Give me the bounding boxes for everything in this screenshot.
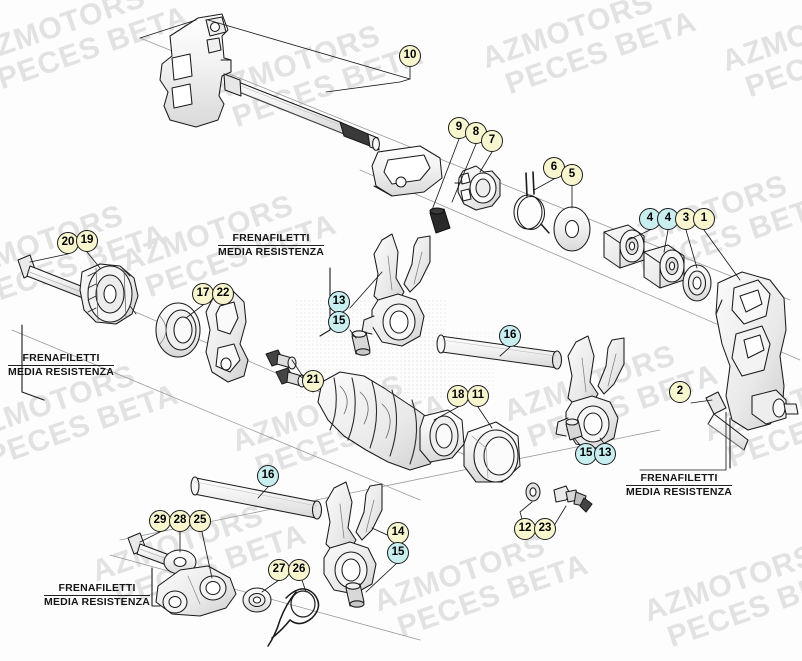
callout-13[interactable]: 13 (594, 443, 616, 465)
callout-27[interactable]: 27 (268, 559, 290, 581)
frenafiletti-note: FRENAFILETTI MEDIA RESISTENZA (44, 582, 151, 609)
callout-19[interactable]: 19 (76, 230, 98, 252)
note-line1: FRENAFILETTI (626, 472, 733, 487)
callout-17[interactable]: 17 (192, 283, 214, 305)
frenafiletti-note: FRENAFILETTI MEDIA RESISTENZA (8, 352, 115, 379)
callout-15[interactable]: 15 (328, 311, 350, 333)
note-line1: FRENAFILETTI (8, 352, 115, 367)
callout-29[interactable]: 29 (149, 510, 171, 532)
callout-12[interactable]: 12 (514, 518, 536, 540)
callout-26[interactable]: 26 (288, 559, 310, 581)
callout-13[interactable]: 13 (328, 291, 350, 313)
callout-5[interactable]: 5 (561, 164, 583, 186)
callout-7[interactable]: 7 (481, 130, 503, 152)
callout-10[interactable]: 10 (399, 45, 421, 67)
callout-14[interactable]: 14 (387, 522, 409, 544)
frenafiletti-note: FRENAFILETTI MEDIA RESISTENZA (626, 472, 733, 499)
note-line2: MEDIA RESISTENZA (8, 366, 115, 379)
callout-16[interactable]: 16 (257, 465, 279, 487)
callout-21[interactable]: 21 (302, 370, 324, 392)
callout-25[interactable]: 25 (189, 510, 211, 532)
callout-2[interactable]: 2 (669, 381, 691, 403)
note-line2: MEDIA RESISTENZA (626, 486, 733, 499)
callout-11[interactable]: 11 (467, 385, 489, 407)
frenafiletti-note: FRENAFILETTI MEDIA RESISTENZA (218, 232, 325, 259)
callout-23[interactable]: 23 (534, 518, 556, 540)
callout-28[interactable]: 28 (169, 510, 191, 532)
note-line1: FRENAFILETTI (44, 582, 151, 597)
callout-22[interactable]: 22 (212, 283, 234, 305)
note-line2: MEDIA RESISTENZA (218, 246, 325, 259)
callout-18[interactable]: 18 (447, 385, 469, 407)
callout-1[interactable]: 1 (693, 208, 715, 230)
callout-15[interactable]: 15 (387, 542, 409, 564)
callout-16[interactable]: 16 (499, 325, 521, 347)
note-line2: MEDIA RESISTENZA (44, 596, 151, 609)
note-line1: FRENAFILETTI (218, 232, 325, 247)
